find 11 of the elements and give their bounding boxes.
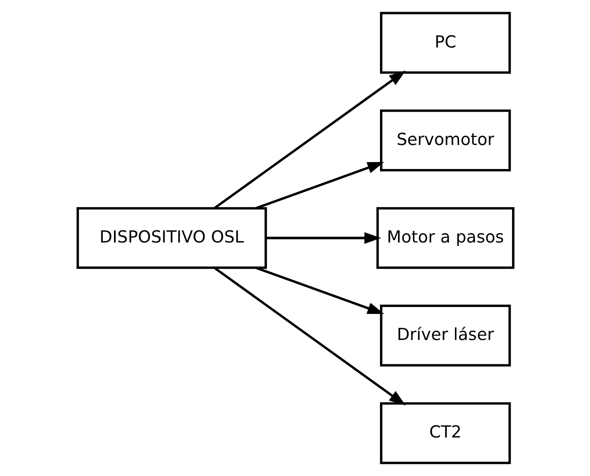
node-box: Dríver láser [379, 304, 510, 366]
arrow [265, 232, 381, 244]
node-box: Motor a pasos [376, 207, 514, 269]
node-box: CT2 [379, 402, 510, 464]
node-box: PC [379, 12, 510, 74]
arrow [214, 267, 406, 406]
node-box: DISPOSITIVO OSL [76, 207, 266, 269]
node-box: Servomotor [379, 110, 510, 172]
arrow [254, 162, 384, 210]
arrow [214, 70, 406, 209]
arrow [254, 266, 384, 314]
